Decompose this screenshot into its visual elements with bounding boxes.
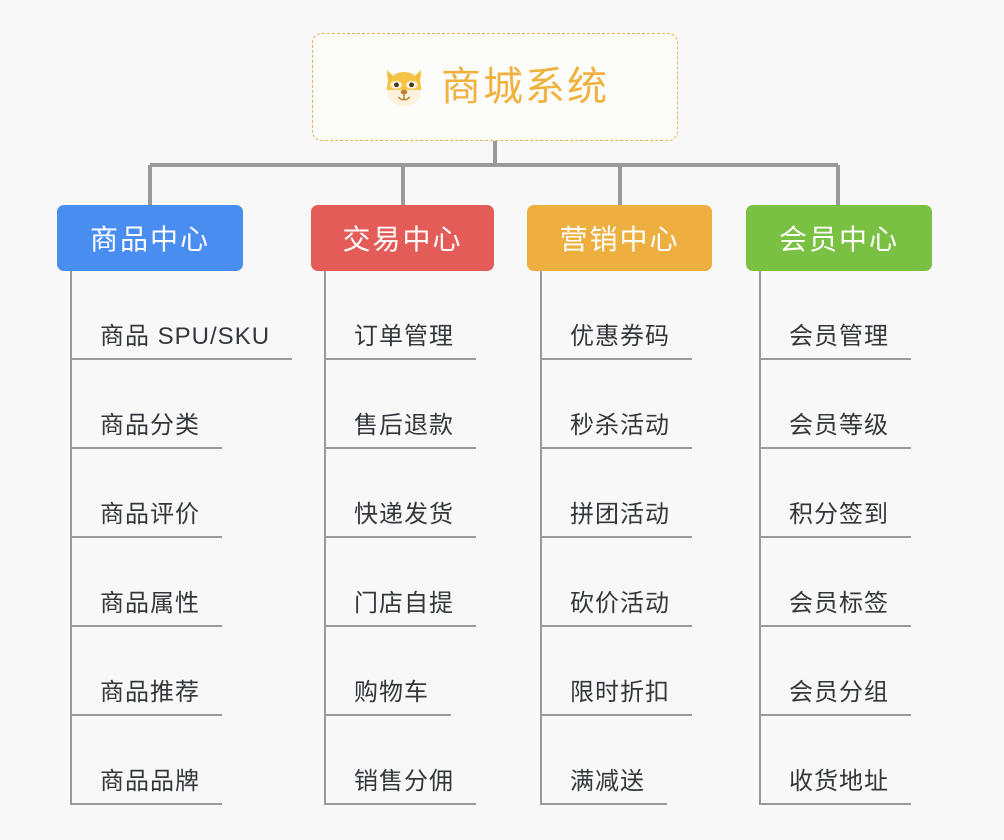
list-item-underline: 秒杀活动 bbox=[540, 411, 692, 449]
list-item[interactable]: 售后退款 bbox=[311, 360, 494, 449]
category-item-list-3: 优惠券码秒杀活动拼团活动砍价活动限时折扣满减送 bbox=[527, 271, 712, 805]
list-item-label: 优惠券码 bbox=[570, 323, 670, 350]
root-node[interactable]: 商城系统 bbox=[312, 33, 678, 141]
list-item-label: 商品分类 bbox=[100, 412, 200, 439]
list-item[interactable]: 商品属性 bbox=[57, 538, 243, 627]
branch-trunk-line bbox=[540, 271, 542, 805]
list-item-underline: 会员管理 bbox=[759, 322, 911, 360]
list-item[interactable]: 购物车 bbox=[311, 627, 494, 716]
list-item-underline: 商品属性 bbox=[70, 589, 222, 627]
list-item-label: 秒杀活动 bbox=[570, 412, 670, 439]
list-item-underline: 限时折扣 bbox=[540, 678, 692, 716]
list-item-underline: 积分签到 bbox=[759, 500, 911, 538]
list-item[interactable]: 砍价活动 bbox=[527, 538, 712, 627]
list-item-label: 会员管理 bbox=[789, 323, 889, 350]
list-item[interactable]: 商品 SPU/SKU bbox=[57, 271, 293, 360]
category-header-label: 会员中心 bbox=[778, 224, 899, 255]
category-column-2: 交易中心订单管理售后退款快递发货门店自提购物车销售分佣 bbox=[311, 205, 494, 805]
category-item-list-4: 会员管理会员等级积分签到会员标签会员分组收货地址 bbox=[746, 271, 932, 805]
list-item-underline: 商品评价 bbox=[70, 500, 222, 538]
list-item[interactable]: 满减送 bbox=[527, 716, 712, 805]
category-header-4[interactable]: 会员中心 bbox=[746, 205, 932, 271]
list-item[interactable]: 商品分类 bbox=[57, 360, 243, 449]
category-header-2[interactable]: 交易中心 bbox=[311, 205, 494, 271]
list-item-underline: 门店自提 bbox=[324, 589, 476, 627]
shiba-dog-face-icon bbox=[386, 69, 422, 107]
list-item[interactable]: 拼团活动 bbox=[527, 449, 712, 538]
category-header-label: 商品中心 bbox=[89, 224, 210, 255]
branch-trunk-line bbox=[70, 271, 72, 805]
list-item[interactable]: 积分签到 bbox=[746, 449, 932, 538]
category-column-1: 商品中心商品 SPU/SKU 商品分类商品评价商品属性商品推荐商品品牌 bbox=[57, 205, 293, 805]
list-item-label: 商品品牌 bbox=[100, 768, 200, 795]
branch-trunk-line bbox=[324, 271, 326, 805]
list-item-underline: 优惠券码 bbox=[540, 322, 692, 360]
list-item[interactable]: 快递发货 bbox=[311, 449, 494, 538]
list-item[interactable]: 限时折扣 bbox=[527, 627, 712, 716]
category-column-4: 会员中心会员管理会员等级积分签到会员标签会员分组收货地址 bbox=[746, 205, 932, 805]
list-item[interactable]: 会员管理 bbox=[746, 271, 932, 360]
list-item-label: 收货地址 bbox=[789, 768, 889, 795]
category-header-3[interactable]: 营销中心 bbox=[527, 205, 712, 271]
list-item[interactable]: 秒杀活动 bbox=[527, 360, 712, 449]
list-item-underline: 售后退款 bbox=[324, 411, 476, 449]
list-item[interactable]: 订单管理 bbox=[311, 271, 494, 360]
list-item-underline: 销售分佣 bbox=[324, 767, 476, 805]
root-title: 商城系统 bbox=[441, 65, 609, 109]
list-item[interactable]: 商品品牌 bbox=[57, 716, 243, 805]
list-item-label: 积分签到 bbox=[789, 501, 889, 528]
list-item-underline: 砍价活动 bbox=[540, 589, 692, 627]
branch-trunk-line bbox=[759, 271, 761, 805]
category-item-list-2: 订单管理售后退款快递发货门店自提购物车销售分佣 bbox=[311, 271, 494, 805]
list-item-underline: 商品推荐 bbox=[70, 678, 222, 716]
list-item-underline: 会员分组 bbox=[759, 678, 911, 716]
list-item[interactable]: 收货地址 bbox=[746, 716, 932, 805]
list-item-underline: 商品 SPU/SKU bbox=[70, 322, 293, 360]
list-item[interactable]: 商品评价 bbox=[57, 449, 243, 538]
list-item-label: 售后退款 bbox=[354, 412, 454, 439]
list-item-label: 砍价活动 bbox=[570, 590, 670, 617]
category-header-label: 营销中心 bbox=[559, 224, 680, 255]
list-item-label: 会员分组 bbox=[789, 679, 889, 706]
category-header-1[interactable]: 商品中心 bbox=[57, 205, 243, 271]
list-item-underline: 订单管理 bbox=[324, 322, 476, 360]
category-header-label: 交易中心 bbox=[342, 224, 463, 255]
list-item[interactable]: 销售分佣 bbox=[311, 716, 494, 805]
list-item-label: 商品属性 bbox=[100, 590, 200, 617]
list-item[interactable]: 会员等级 bbox=[746, 360, 932, 449]
list-item-label: 销售分佣 bbox=[354, 768, 454, 795]
list-item-label: 门店自提 bbox=[354, 590, 454, 617]
list-item-underline: 商品分类 bbox=[70, 411, 222, 449]
list-item[interactable]: 商品推荐 bbox=[57, 627, 243, 716]
list-item-underline: 拼团活动 bbox=[540, 500, 692, 538]
list-item-underline: 会员标签 bbox=[759, 589, 911, 627]
list-item-label: 商品 SPU/SKU bbox=[100, 323, 271, 350]
list-item-label: 商品推荐 bbox=[100, 679, 200, 706]
list-item-underline: 收货地址 bbox=[759, 767, 911, 805]
category-column-3: 营销中心优惠券码秒杀活动拼团活动砍价活动限时折扣满减送 bbox=[527, 205, 712, 805]
list-item-underline: 会员等级 bbox=[759, 411, 911, 449]
list-item-underline: 满减送 bbox=[540, 767, 667, 805]
list-item-label: 拼团活动 bbox=[570, 501, 670, 528]
list-item-label: 订单管理 bbox=[354, 323, 454, 350]
list-item-underline: 商品品牌 bbox=[70, 767, 222, 805]
list-item-underline: 快递发货 bbox=[324, 500, 476, 538]
list-item-label: 快递发货 bbox=[354, 501, 454, 528]
list-item-label: 商品评价 bbox=[100, 501, 200, 528]
list-item-label: 限时折扣 bbox=[570, 679, 670, 706]
list-item-label: 购物车 bbox=[354, 679, 429, 706]
list-item-underline: 购物车 bbox=[324, 678, 451, 716]
list-item[interactable]: 会员分组 bbox=[746, 627, 932, 716]
list-item-label: 会员标签 bbox=[789, 590, 889, 617]
list-item[interactable]: 门店自提 bbox=[311, 538, 494, 627]
list-item[interactable]: 优惠券码 bbox=[527, 271, 712, 360]
list-item-label: 会员等级 bbox=[789, 412, 889, 439]
list-item[interactable]: 会员标签 bbox=[746, 538, 932, 627]
category-item-list-1: 商品 SPU/SKU 商品分类商品评价商品属性商品推荐商品品牌 bbox=[57, 271, 293, 805]
list-item-label: 满减送 bbox=[570, 768, 645, 795]
